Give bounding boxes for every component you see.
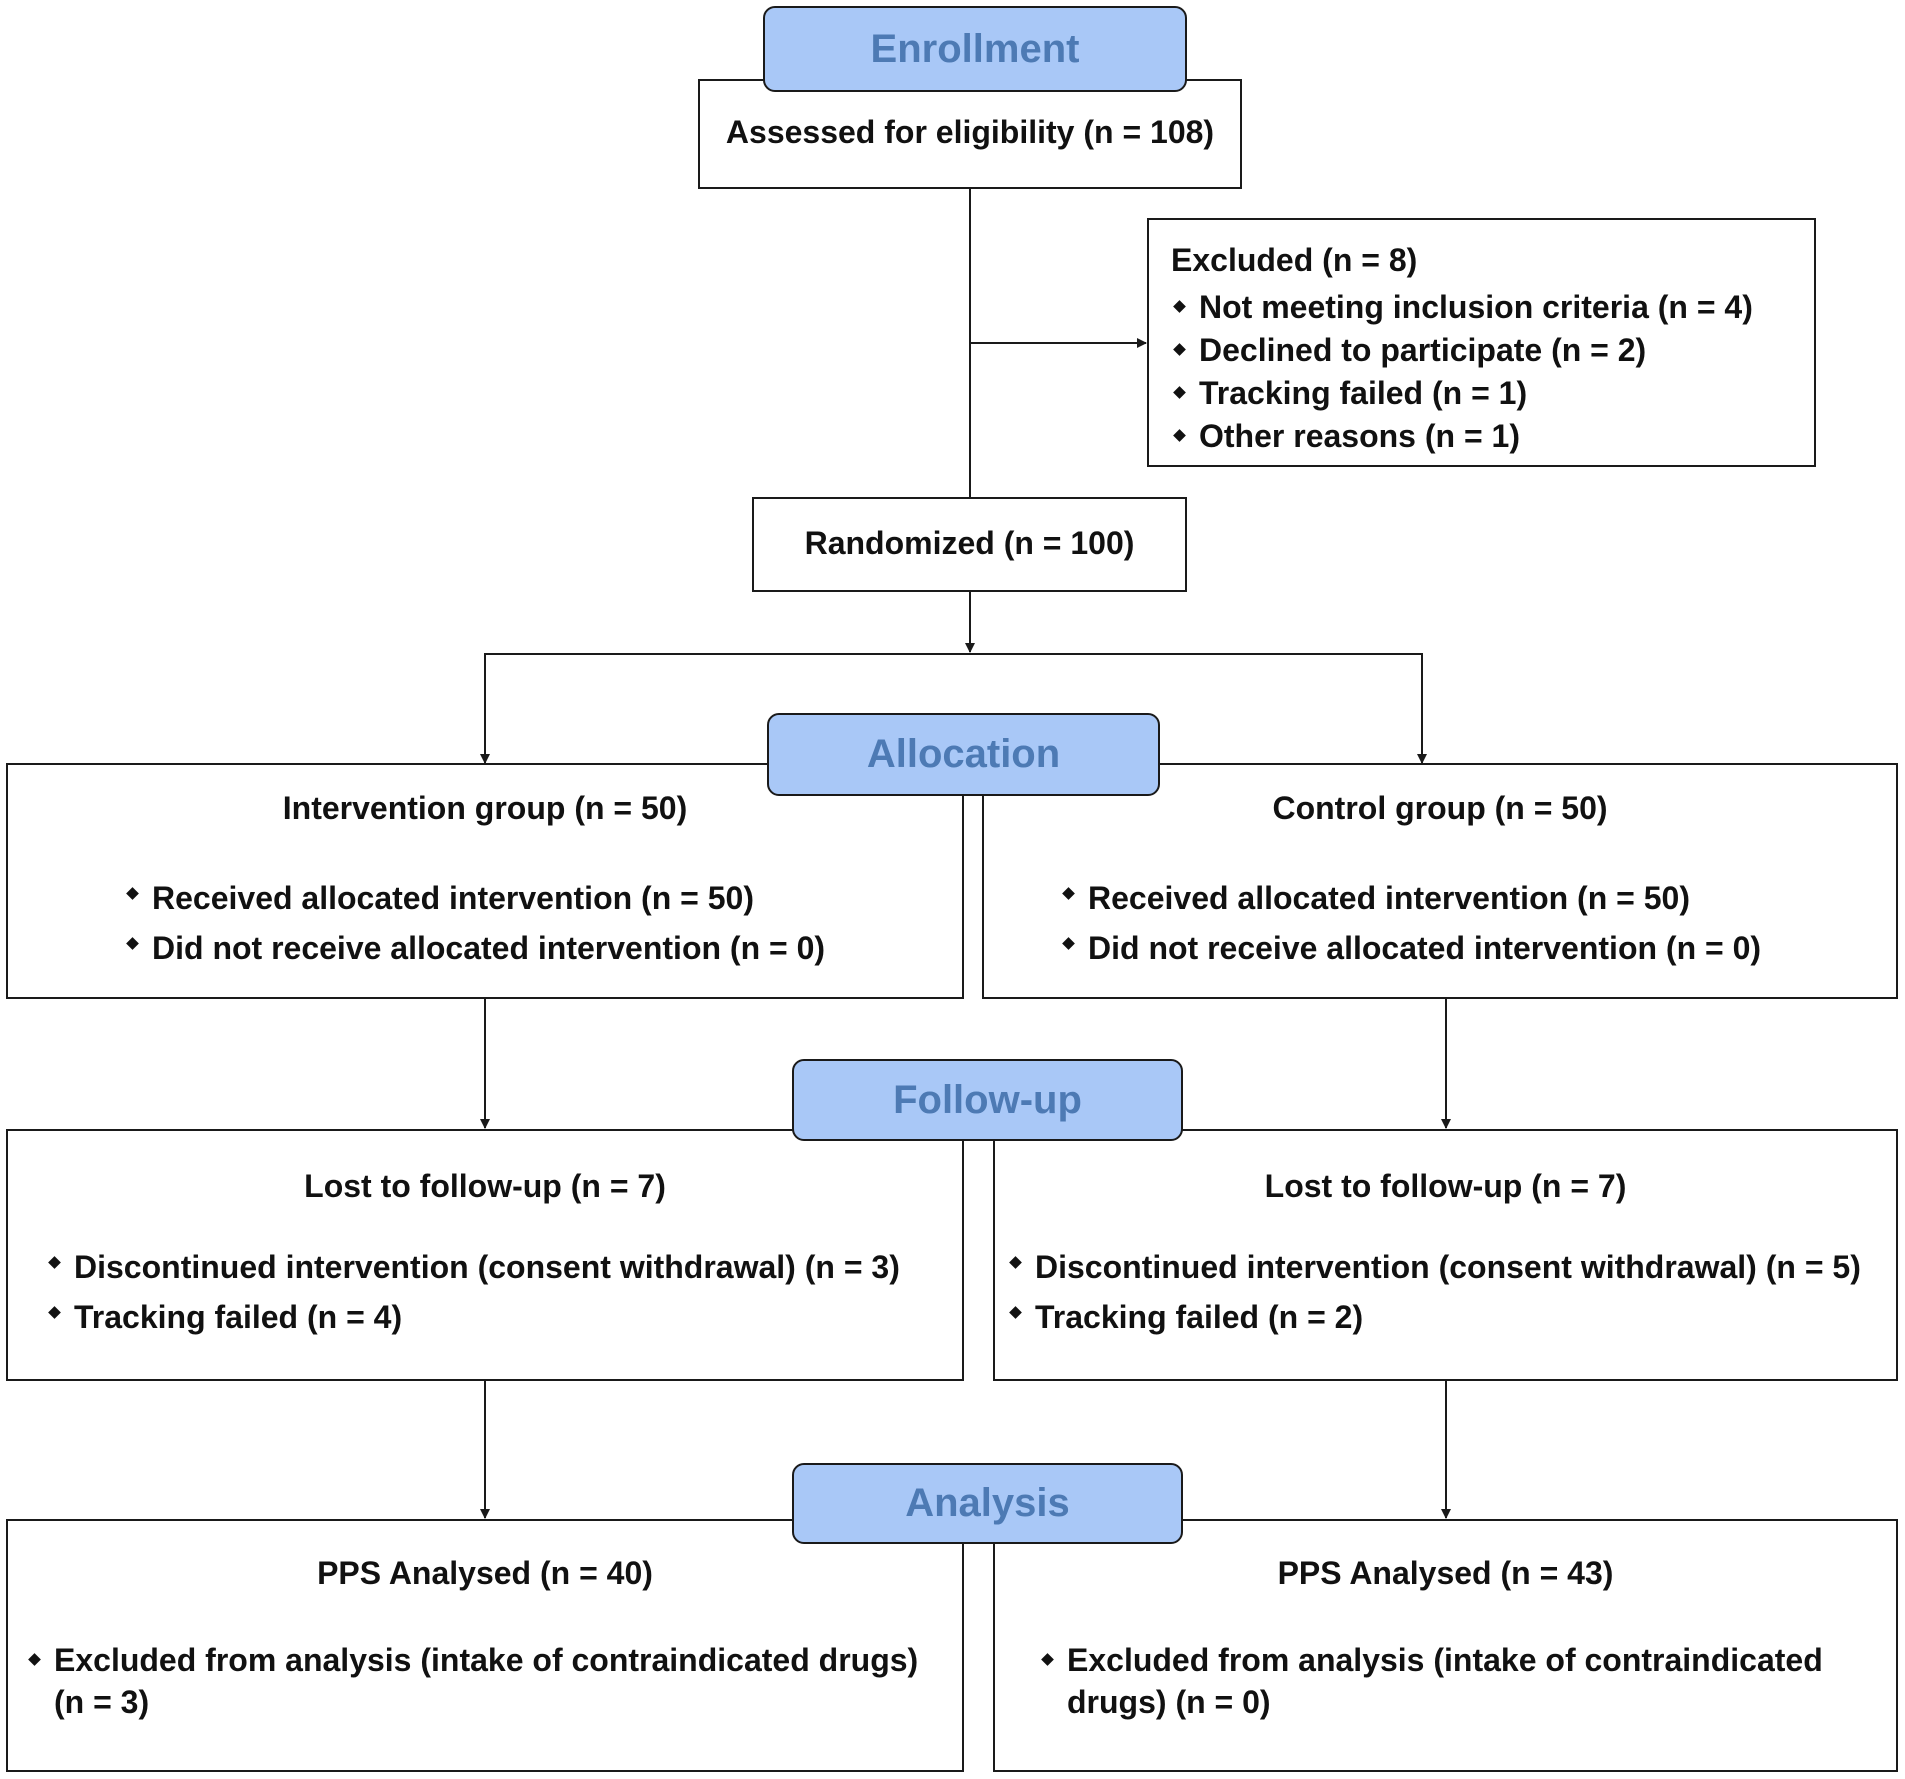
control-allocation-items: Received allocated intervention (n = 50)…: [1060, 873, 1761, 973]
intervention-analysis-title: PPS Analysed (n = 40): [317, 1555, 653, 1591]
bullet-diamond-icon: [48, 1306, 61, 1319]
randomized-label: Randomized (n = 100): [804, 525, 1135, 561]
list-item-text: Excluded from analysis (intake of contra…: [1067, 1642, 1823, 1720]
intervention-allocation-title: Intervention group (n = 50): [282, 790, 688, 826]
bullet-diamond-icon: [1173, 429, 1186, 442]
list-item-text: Excluded from analysis (intake of contra…: [54, 1642, 919, 1720]
list-item: Tracking failed (n = 2): [1007, 1292, 1861, 1342]
list-item-text: Discontinued intervention (consent withd…: [1035, 1249, 1861, 1285]
control-followup-box: Lost to follow-up (n = 7) Discontinued i…: [993, 1129, 1898, 1381]
list-item-text: Received allocated intervention (n = 50): [1088, 880, 1690, 916]
intervention-analysis-items: Excluded from analysis (intake of contra…: [26, 1639, 946, 1723]
list-item: Did not receive allocated intervention (…: [1060, 923, 1761, 973]
bullet-diamond-icon: [1009, 1306, 1022, 1319]
control-allocation-box: Control group (n = 50) Received allocate…: [982, 763, 1898, 999]
intervention-followup-box: Lost to follow-up (n = 7) Discontinued i…: [6, 1129, 964, 1381]
list-item: Tracking failed (n = 4): [46, 1292, 900, 1342]
list-item: Tracking failed (n = 1): [1171, 372, 1753, 415]
list-item-text: Tracking failed (n = 4): [74, 1299, 403, 1335]
intervention-followup-items: Discontinued intervention (consent withd…: [46, 1242, 900, 1342]
assessed-label: Assessed for eligibility (n = 108): [725, 114, 1215, 150]
randomized-box: Randomized (n = 100): [752, 497, 1187, 592]
bullet-diamond-icon: [48, 1256, 61, 1269]
list-item-text: Tracking failed (n = 1): [1199, 375, 1528, 411]
bullet-diamond-icon: [1062, 887, 1075, 900]
list-item: Did not receive allocated intervention (…: [124, 923, 825, 973]
bullet-diamond-icon: [1173, 386, 1186, 399]
list-item-text: Did not receive allocated intervention (…: [152, 930, 826, 966]
control-followup-title: Lost to follow-up (n = 7): [1264, 1168, 1627, 1204]
intervention-allocation-box: Intervention group (n = 50) Received all…: [6, 763, 964, 999]
list-item-text: Did not receive allocated intervention (…: [1088, 930, 1762, 966]
list-item: Not meeting inclusion criteria (n = 4): [1171, 286, 1753, 329]
list-item-text: Not meeting inclusion criteria (n = 4): [1199, 289, 1753, 325]
assessed-box: Assessed for eligibility (n = 108): [698, 79, 1242, 189]
stage-allocation: Allocation: [767, 713, 1160, 796]
bullet-diamond-icon: [126, 937, 139, 950]
control-analysis-box: PPS Analysed (n = 43) Excluded from anal…: [993, 1519, 1898, 1772]
bullet-diamond-icon: [28, 1653, 41, 1666]
bullet-diamond-icon: [1041, 1653, 1054, 1666]
excluded-title: Excluded (n = 8): [1171, 242, 1418, 278]
bullet-diamond-icon: [1173, 300, 1186, 313]
bullet-diamond-icon: [126, 887, 139, 900]
list-item: Discontinued intervention (consent withd…: [46, 1242, 900, 1292]
connector-split-left: [480, 653, 970, 764]
list-item-text: Declined to participate (n = 2): [1199, 332, 1647, 368]
list-item-text: Discontinued intervention (consent withd…: [74, 1249, 900, 1285]
list-item: Received allocated intervention (n = 50): [124, 873, 825, 923]
list-item: Other reasons (n = 1): [1171, 415, 1753, 458]
stage-enrollment: Enrollment: [763, 6, 1187, 92]
bullet-diamond-icon: [1062, 937, 1075, 950]
stage-followup: Follow-up: [792, 1059, 1183, 1141]
intervention-analysis-box: PPS Analysed (n = 40) Excluded from anal…: [6, 1519, 964, 1772]
excluded-box: Excluded (n = 8) Not meeting inclusion c…: [1147, 218, 1816, 467]
excluded-reasons: Not meeting inclusion criteria (n = 4) D…: [1171, 286, 1753, 458]
list-item: Discontinued intervention (consent withd…: [1007, 1242, 1861, 1292]
list-item: Declined to participate (n = 2): [1171, 329, 1753, 372]
bullet-diamond-icon: [1009, 1256, 1022, 1269]
control-analysis-title: PPS Analysed (n = 43): [1277, 1555, 1614, 1591]
list-item-text: Received allocated intervention (n = 50): [152, 880, 754, 916]
connector-split-right: [970, 653, 1427, 764]
list-item-text: Tracking failed (n = 2): [1035, 1299, 1364, 1335]
list-item-text: Other reasons (n = 1): [1199, 418, 1520, 454]
control-allocation-title: Control group (n = 50): [1272, 790, 1608, 826]
list-item: Received allocated intervention (n = 50): [1060, 873, 1761, 923]
list-item: Excluded from analysis (intake of contra…: [1039, 1639, 1859, 1723]
intervention-followup-title: Lost to follow-up (n = 7): [304, 1168, 666, 1204]
intervention-allocation-items: Received allocated intervention (n = 50)…: [124, 873, 825, 973]
bullet-diamond-icon: [1173, 343, 1186, 356]
control-followup-items: Discontinued intervention (consent withd…: [1007, 1242, 1861, 1342]
control-analysis-items: Excluded from analysis (intake of contra…: [1039, 1639, 1859, 1723]
list-item: Excluded from analysis (intake of contra…: [26, 1639, 946, 1723]
stage-analysis: Analysis: [792, 1463, 1183, 1544]
